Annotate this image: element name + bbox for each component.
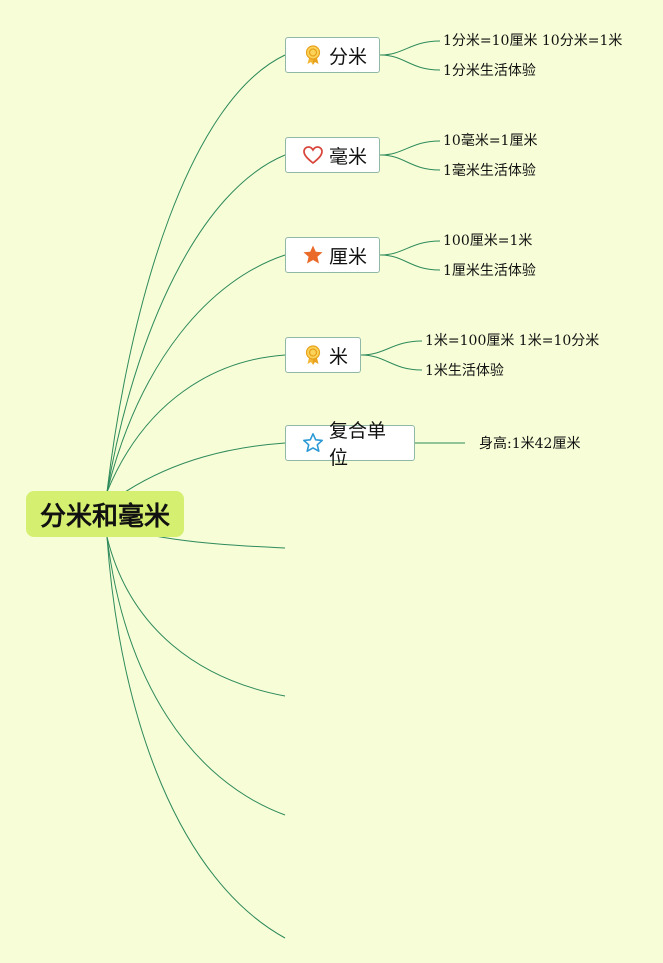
leaf-topic-1-2[interactable]: 1分米生活体验: [443, 63, 536, 79]
edge-root-empty-1: [149, 534, 286, 549]
edge-topic-2-leaf-1: [379, 140, 441, 156]
leaf-topic-2-2[interactable]: 1毫米生活体验: [443, 163, 536, 179]
star-outline-icon: [302, 432, 324, 454]
topic-label: 毫米: [329, 145, 368, 168]
edge-root-topic-2: [106, 154, 286, 493]
topic-5[interactable]: 复合单位: [285, 420, 415, 469]
topic-label: 复合单位: [329, 420, 387, 469]
heart-icon: [302, 144, 324, 166]
leaf-topic-3-1[interactable]: 100厘米=1米: [443, 233, 533, 249]
root-topic[interactable]: 分米和毫米: [26, 491, 184, 537]
star-filled-icon: [302, 244, 324, 266]
topic-label: 分米: [329, 45, 368, 68]
edge-root-topic-4: [106, 354, 286, 493]
topic-3[interactable]: 厘米: [285, 237, 380, 273]
leaf-topic-4-1[interactable]: 1米=100厘米 1米=10分米: [425, 333, 600, 349]
leaf-topic-4-2[interactable]: 1米生活体验: [425, 363, 504, 379]
edge-root-topic-5: [124, 442, 286, 493]
edge-topic-4-leaf-1: [360, 340, 423, 356]
edge-topic-2-leaf-2: [379, 154, 441, 171]
topic-label: 厘米: [329, 245, 368, 268]
edge-root-empty-4: [106, 536, 286, 939]
edge-topic-3-leaf-2: [379, 254, 441, 271]
leaf-topic-1-1[interactable]: 1分米=10厘米 10分米=1米: [443, 33, 623, 49]
award-ribbon-icon: [302, 44, 324, 66]
leaf-topic-3-2[interactable]: 1厘米生活体验: [443, 263, 536, 279]
leaf-topic-5-1[interactable]: 身高:1米42厘米: [479, 436, 581, 452]
leaf-topic-2-1[interactable]: 10毫米=1厘米: [443, 133, 538, 149]
edge-topic-1-leaf-2: [379, 54, 441, 71]
topic-4[interactable]: 米: [285, 337, 361, 373]
topic-label: 米: [329, 345, 349, 368]
topic-2[interactable]: 毫米: [285, 137, 380, 173]
edge-topic-3-leaf-1: [379, 240, 441, 256]
edge-root-topic-1: [106, 54, 286, 493]
topic-1[interactable]: 分米: [285, 37, 380, 73]
award-ribbon-icon: [302, 344, 324, 366]
edge-topic-4-leaf-2: [360, 354, 423, 371]
edge-root-empty-3: [106, 536, 286, 816]
edge-root-topic-3: [106, 254, 286, 493]
edge-root-empty-2: [106, 536, 286, 697]
edge-topic-1-leaf-1: [379, 40, 441, 56]
